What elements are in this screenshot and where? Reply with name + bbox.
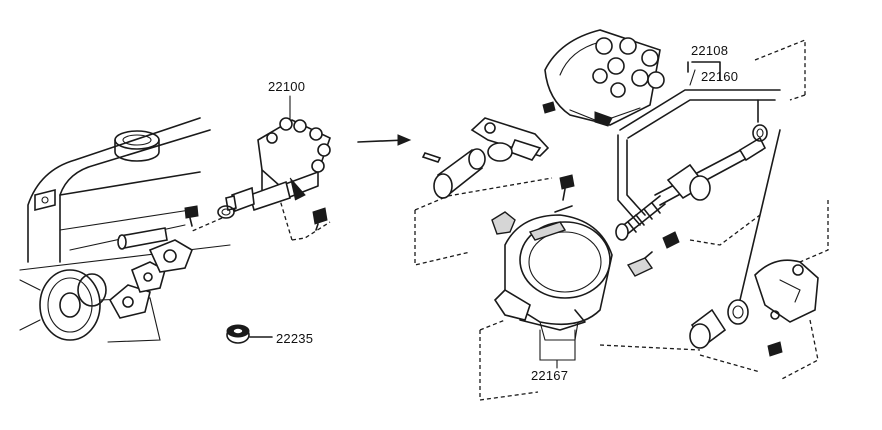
- rotor-shaft: [615, 136, 767, 241]
- contact-parts: [626, 231, 680, 277]
- housing-bolt: [559, 174, 575, 201]
- distributor-cap: [544, 29, 665, 127]
- pin: [421, 152, 442, 163]
- distributor-assembly: [189, 117, 331, 241]
- cap-screw: [542, 101, 556, 114]
- sleeve: [433, 148, 486, 199]
- label-22167: 22167: [531, 368, 568, 383]
- label-22100: 22100: [268, 79, 305, 94]
- lower-bushing: [689, 299, 749, 349]
- rotor: [470, 117, 550, 162]
- label-22108: 22108: [691, 43, 728, 58]
- small-cap: [491, 211, 516, 235]
- label-22235: 22235: [276, 331, 313, 346]
- base-plate: [754, 259, 819, 323]
- washer: [752, 124, 768, 142]
- engine-block: [19, 117, 231, 343]
- arrow-icon: [357, 134, 412, 146]
- seal-part: [226, 324, 273, 344]
- label-22160: 22160: [701, 69, 738, 84]
- plate-screw: [767, 341, 783, 357]
- distributor-housing: [493, 205, 613, 341]
